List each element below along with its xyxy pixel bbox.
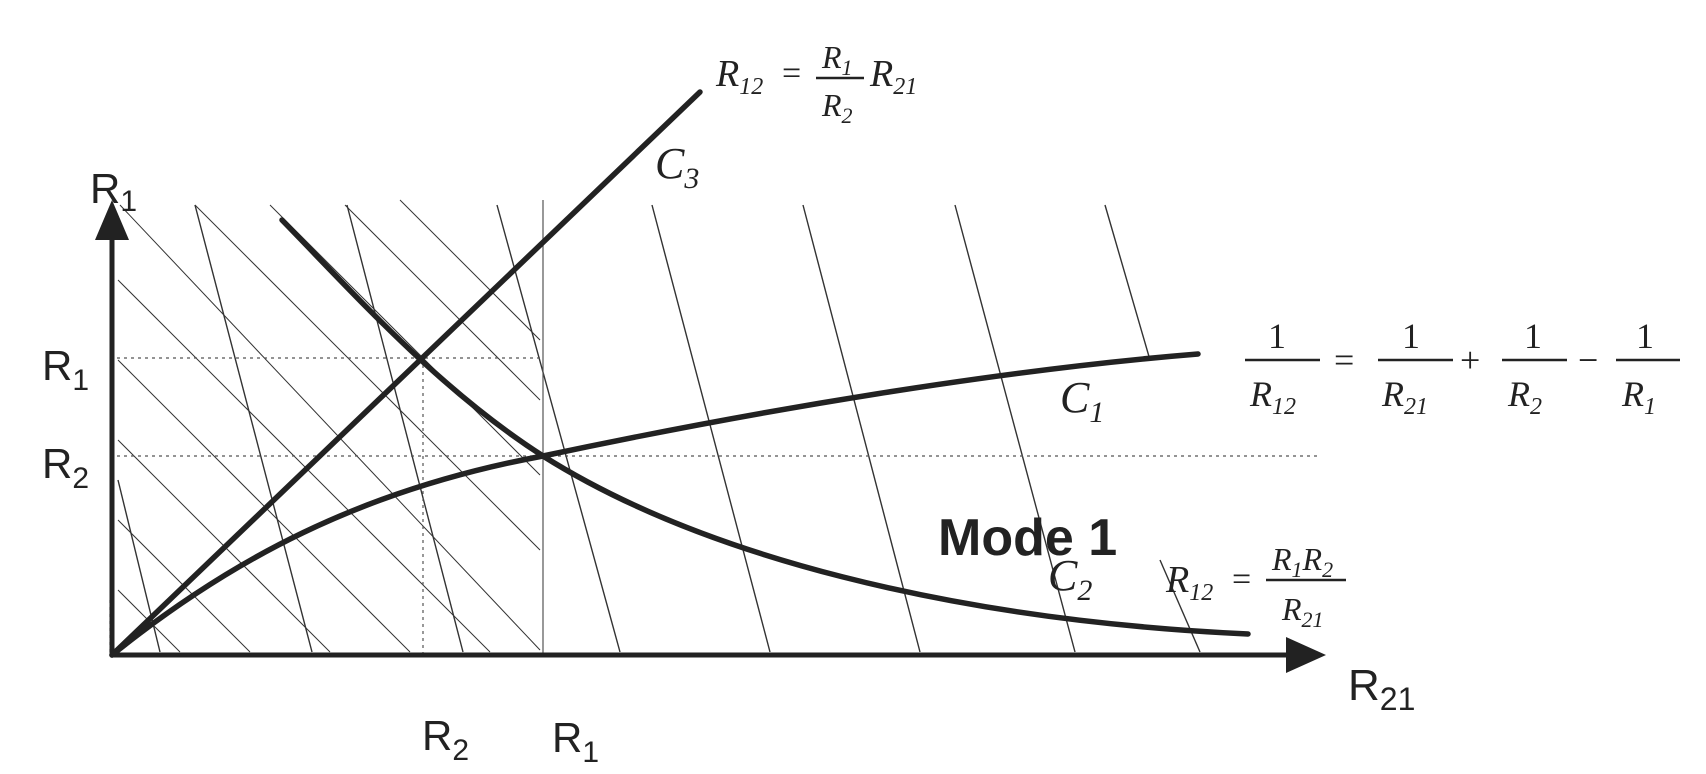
curve-label-c3: C3 <box>655 139 699 195</box>
curves <box>109 89 1251 658</box>
x-axis-arrow <box>1286 637 1326 673</box>
svg-text:R21: R21 <box>1281 591 1324 632</box>
equation-c2: R12 = R1R2 R21 <box>1165 541 1346 632</box>
curve-c1 <box>109 351 1201 658</box>
equation-c1: 1 R12 = 1 R21 + 1 R2 − 1 R1 <box>1245 316 1680 420</box>
y-axis-label: R1 <box>90 165 137 218</box>
hatch-line <box>399 199 541 341</box>
svg-text:R12: R12 <box>1165 559 1213 606</box>
curve-label-c1: C1 <box>1060 373 1104 429</box>
hatch-line <box>651 204 771 653</box>
hatch-line <box>344 204 541 401</box>
svg-text:=: = <box>782 55 801 92</box>
mode-1-label: Mode 1 <box>938 509 1117 567</box>
hatch-line <box>194 204 313 653</box>
svg-text:R2: R2 <box>1507 374 1542 420</box>
guide-lines <box>109 200 1320 655</box>
svg-text:=: = <box>1232 561 1251 598</box>
curve-c3 <box>109 89 703 658</box>
svg-text:R12: R12 <box>715 53 763 100</box>
svg-text:1: 1 <box>1268 316 1286 356</box>
curve-label-c2: C2 <box>1048 551 1092 607</box>
hatch-line <box>954 204 1076 653</box>
svg-text:R21: R21 <box>869 53 917 100</box>
x-tick-r1: R1 <box>552 714 599 769</box>
hatched-region <box>117 199 1201 653</box>
hatch-line <box>194 204 541 551</box>
svg-text:R2: R2 <box>821 87 853 128</box>
svg-text:R1R2: R1R2 <box>1271 541 1333 582</box>
hatch-line <box>802 204 921 653</box>
hatch-line <box>496 204 621 653</box>
svg-text:1: 1 <box>1636 316 1654 356</box>
svg-text:R21: R21 <box>1381 374 1428 420</box>
svg-text:R12: R12 <box>1249 374 1296 420</box>
curve-c2 <box>279 217 1251 637</box>
hatch-line <box>117 279 491 653</box>
svg-text:1: 1 <box>1524 316 1542 356</box>
y-tick-r2: R2 <box>42 440 89 495</box>
y-tick-r1: R1 <box>42 342 89 397</box>
svg-text:1: 1 <box>1402 316 1420 356</box>
hatch-line <box>1104 204 1151 361</box>
svg-text:=: = <box>1334 340 1354 380</box>
svg-text:R1: R1 <box>821 39 853 80</box>
x-tick-r2: R2 <box>422 712 469 767</box>
y-axis-arrow <box>95 200 129 240</box>
axes <box>95 200 1326 673</box>
x-axis-label: R21 <box>1348 661 1415 717</box>
svg-text:+: + <box>1460 340 1480 380</box>
hatch-line <box>119 204 541 651</box>
hatch-line <box>346 204 464 653</box>
equation-c3: R12 = R1 R2 R21 <box>715 39 917 128</box>
svg-text:R1: R1 <box>1621 374 1656 420</box>
hatch-line <box>1159 559 1201 653</box>
hatch-line <box>269 204 541 476</box>
svg-text:−: − <box>1578 340 1598 380</box>
